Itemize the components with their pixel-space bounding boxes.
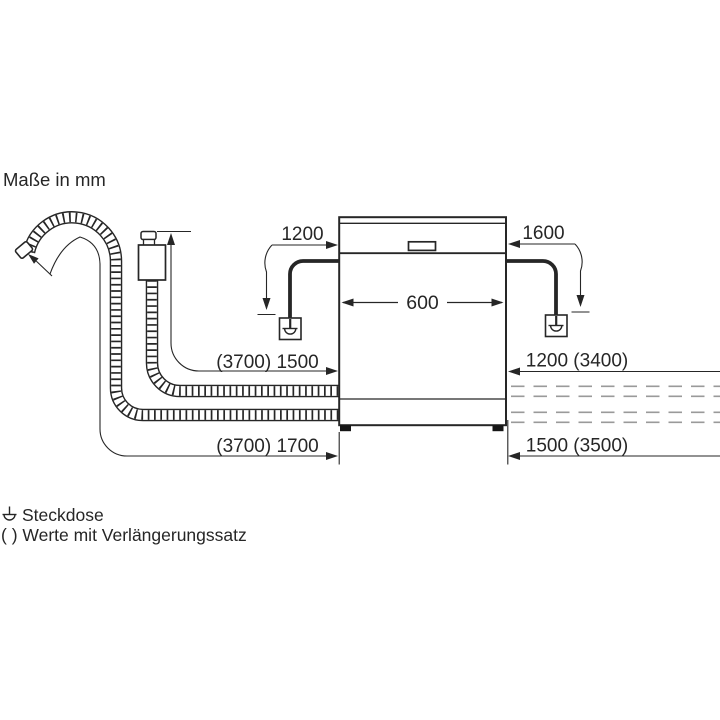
arrow-1600-down bbox=[576, 295, 585, 307]
arrow-600-right bbox=[491, 298, 504, 307]
valve-cap bbox=[140, 230, 157, 241]
arrow-1500-3500-left bbox=[508, 452, 520, 460]
arrowheads bbox=[28, 233, 585, 460]
dishwasher-foot-right bbox=[492, 425, 504, 432]
legend-socket-label: Steckdose bbox=[22, 505, 104, 525]
dim-1700-leader bbox=[49, 236, 327, 457]
drain-end-arrow-line bbox=[35, 260, 53, 277]
arrow-1600-left bbox=[508, 240, 520, 248]
dishwasher-foot-left bbox=[340, 425, 351, 432]
drain-hose-end-cap bbox=[14, 240, 34, 260]
valve-body bbox=[137, 244, 167, 281]
dim-label-3700-1700: (3700) 1700 bbox=[216, 436, 318, 457]
power-cord-left bbox=[288, 259, 340, 319]
arrow-600-left bbox=[341, 298, 354, 307]
arrow-1700-right bbox=[326, 452, 338, 460]
socket-left-arc bbox=[283, 328, 297, 335]
extension-hoses-dashed bbox=[511, 385, 720, 424]
dim-label-600: 600 bbox=[406, 292, 439, 314]
dim-label-1200-3400: 1200 (3400) bbox=[526, 351, 628, 372]
dim-label-1600: 1600 bbox=[522, 223, 564, 244]
dim-label-1200: 1200 bbox=[281, 224, 323, 245]
legend-extension-note: ( ) Werte mit Verlängerungssatz bbox=[1, 525, 247, 545]
dim-label-1500-3500: 1500 (3500) bbox=[526, 436, 628, 457]
drain-hose bbox=[14, 211, 340, 422]
dishwasher bbox=[338, 216, 508, 432]
arrow-1500-right bbox=[326, 367, 338, 375]
arrow-1200-3400-left bbox=[508, 367, 520, 376]
socket-right bbox=[544, 314, 568, 338]
arrow-drain-end bbox=[28, 254, 39, 264]
dishwasher-handle bbox=[407, 240, 437, 252]
dim-label-3700-1500: (3700) 1500 bbox=[216, 352, 318, 373]
dimension-leaders bbox=[35, 230, 720, 465]
diagram-title: Maße in mm bbox=[3, 169, 106, 190]
power-cord-right bbox=[505, 259, 558, 316]
dishwasher-outline bbox=[338, 216, 508, 427]
dim-1200-leader bbox=[264, 244, 273, 298]
arrow-1500-up bbox=[167, 233, 175, 245]
socket-icon bbox=[2, 506, 17, 521]
supply-hose bbox=[145, 280, 340, 398]
arrow-1200-right bbox=[326, 241, 338, 249]
dim-1600-leader bbox=[574, 243, 583, 295]
aquastop-valve bbox=[137, 230, 167, 281]
power-cords bbox=[288, 259, 558, 319]
socket-left bbox=[278, 317, 302, 341]
arrow-1200-down bbox=[262, 298, 271, 310]
dim-1500-leader bbox=[170, 244, 327, 372]
socket-right-arc bbox=[549, 325, 563, 332]
